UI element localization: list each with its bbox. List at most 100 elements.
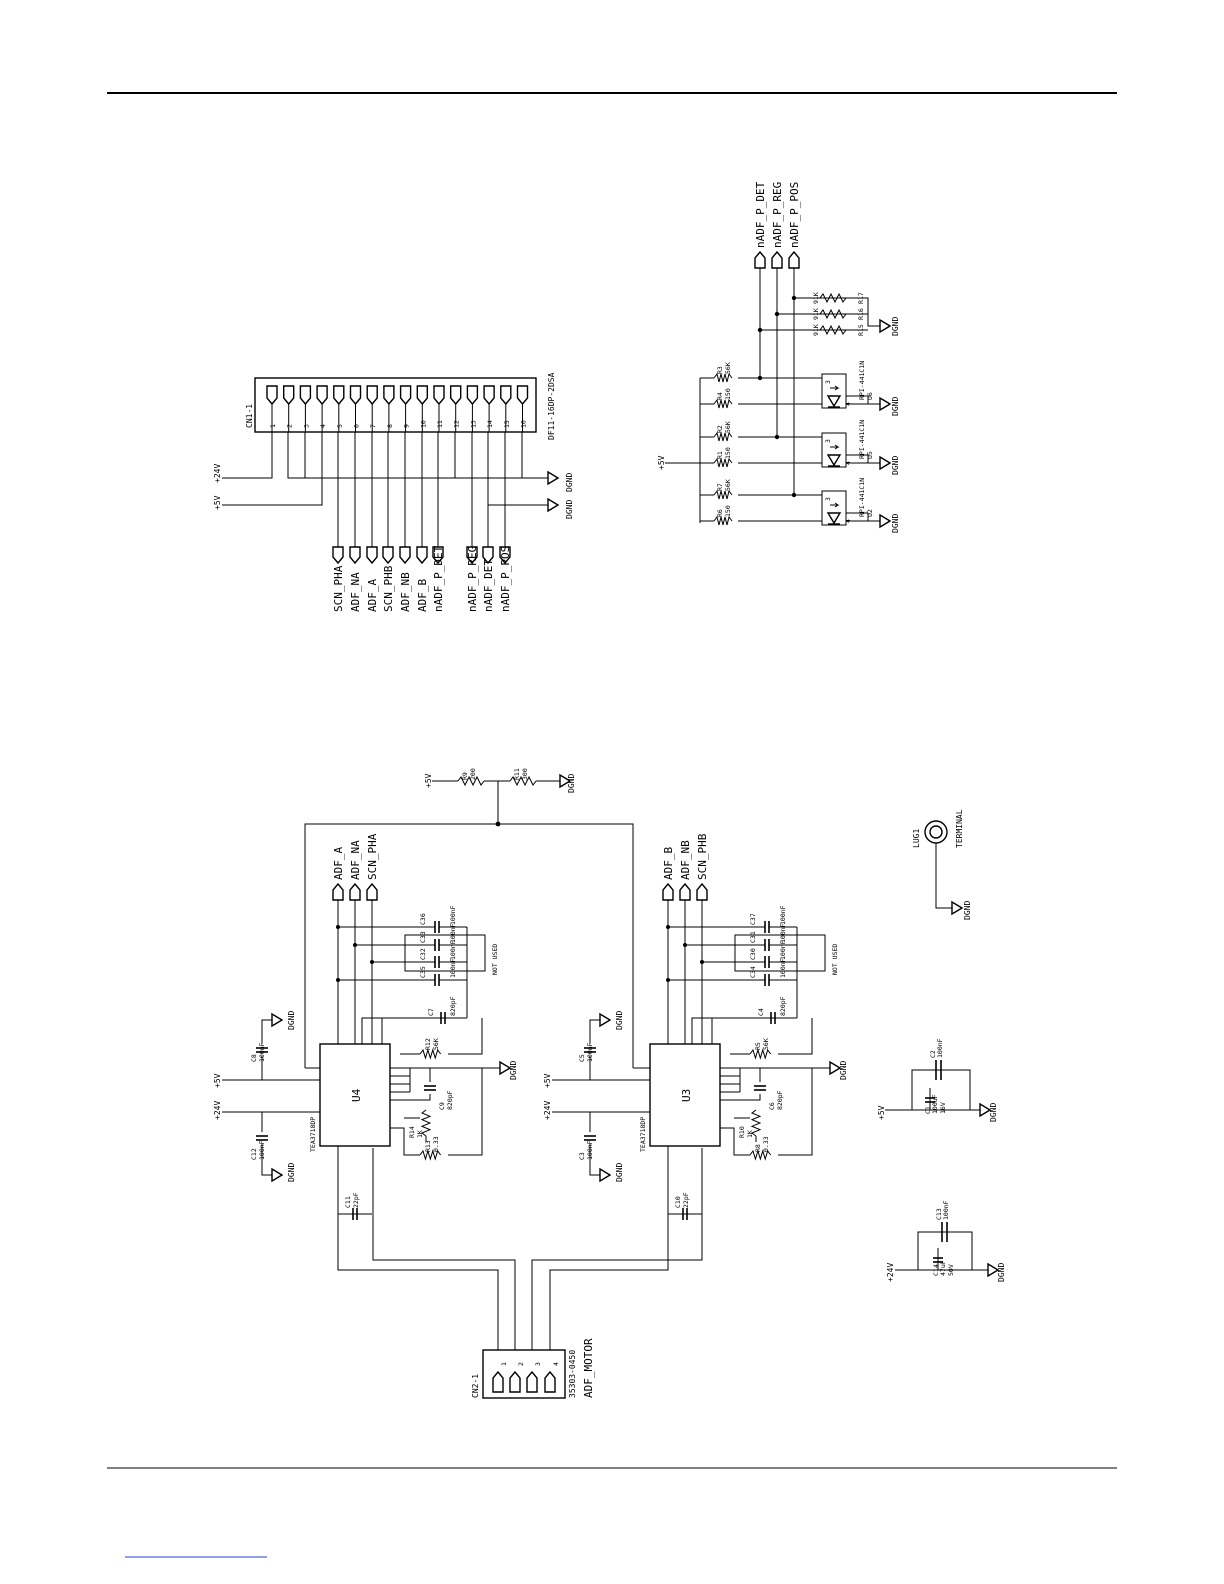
bank-cap-value: 100nF [779,923,787,943]
sensor-dgnd: DGND [891,456,900,475]
cn1-signal-label: nADF_P_REG [466,546,479,612]
r9-ref: R9 [461,772,469,780]
dgnd-symbol [599,1167,612,1183]
bank-cap-value: 100nF [449,958,457,978]
driver-p5: +5V [543,1073,552,1088]
not-used-label: NOT USED [831,944,839,975]
bank-cap-value: 100nF [779,905,787,925]
dgnd-symbol [979,1102,992,1118]
cn1-pin [516,385,529,406]
cn1-pin-number: 6 [353,424,361,428]
cn1-signal-label: nADF_P_DET [432,545,445,612]
sense-res-ref: R8 [754,1144,762,1152]
driver-part: TEA3718DP [639,1117,647,1152]
c14-voltage: 50V [947,1264,955,1276]
sensor-dgnd: DGND [891,514,900,533]
out-cap-value: 22pF [682,1192,690,1208]
cn1-ref: CN1-1 [245,404,254,428]
opto-sensor [821,490,847,526]
driver-signal-label: ADF_NA [349,840,362,880]
lug-dgnd: DGND [963,901,972,920]
cn1-pin [283,385,295,406]
driver-dgnd: DGND [287,1011,296,1030]
sensor-r-top-value: 56K [724,479,732,491]
dgnd-symbol [879,455,892,471]
cn1-pin [500,385,512,406]
signal-port [696,882,708,901]
dgnd-symbol [879,513,892,529]
cn1-signal-label: nADF_P_POS [499,546,512,612]
pt-cap-ref: C7 [427,1008,435,1016]
bank-cap-ref: C36 [419,913,427,925]
bypass-bot-value: 100nF [258,1140,266,1160]
filter-res-ref: R10 [738,1126,746,1138]
bypass-top-ref: C8 [250,1054,258,1062]
cn1-p24-label: +24V [213,464,222,483]
bank-cap-ref: C33 [419,931,427,943]
driver-signal-label: ADF_A [332,847,345,880]
opto-ref: U2 [866,509,874,517]
bank-cap-value: 100nF [449,905,457,925]
light-arrow-icon [830,444,840,450]
cn1-pin [450,385,462,406]
signal-port [482,546,494,565]
c14-value: 47uF [939,1260,947,1276]
signal-port [332,882,344,901]
pt-res-ref: R5 [754,1042,762,1050]
cmp-cap-value: 820pF [776,1090,784,1110]
r16-ref: R16 [857,308,865,320]
bank-cap-ref: C35 [419,966,427,978]
dgnd-symbol [271,1167,284,1183]
sensor-pullup-dgnd: DGND [891,317,900,336]
cmp-cap-value: 820pF [446,1090,454,1110]
out-cap-value: 22pF [352,1192,360,1208]
sensor-r-top-value: 56K [724,362,732,374]
cn1-pin-number: 9 [403,424,411,428]
bypass-top-ref: C5 [578,1054,586,1062]
cn1-dgnd-label: DGND [565,500,574,519]
signal-port [416,546,428,565]
cn1-pin [366,385,378,406]
sensor-r-top-ref: R2 [716,425,724,433]
r15-value: 91K [812,324,820,336]
cn1-pin [316,385,328,406]
cn2-pin [526,1370,538,1393]
bypass-top-value: 100nF [258,1042,266,1062]
cn2-pin-number: 2 [517,1362,525,1366]
sensor-r-bot-ref: R4 [716,392,724,400]
cn1-pin-number: 10 [419,420,427,428]
lug-ref: LUG1 [912,829,921,848]
divider-p5: +5V [424,773,433,788]
cn1-signal-label: nADF_DET [482,559,495,612]
sensor-r-bot-ref: R1 [716,451,724,459]
bypass-p5: +5V [877,1105,886,1120]
cn2-pin [492,1370,504,1393]
dgnd-symbol [879,396,892,412]
cn1-pin [333,385,345,406]
cn2-pin [509,1370,521,1393]
filter-res-ref: R14 [408,1126,416,1138]
opto-ref: U6 [866,392,874,400]
dgnd-symbol [829,1060,842,1076]
bypass-p24: +24V [886,1263,895,1282]
sense-res-value: 0.33 [762,1136,770,1152]
cn1-signal-label: ADF_B [416,579,429,612]
cn2-name: ADF_MOTOR [582,1338,595,1398]
cn1-pin-number: 11 [436,420,444,428]
cn1-pin [483,385,495,406]
driver-signal-label: ADF_NB [679,840,692,880]
dgnd-symbol [271,1012,284,1028]
driver-u4-body [319,1043,391,1147]
driver-part: TEA3718DP [309,1117,317,1152]
signal-port [679,882,691,901]
lug-name: TERMINAL [955,809,964,848]
sensor-r-bot-value: 150 [724,505,732,517]
cn1-pin-number: 15 [503,420,511,428]
cn1-dgnd-label: DGND [565,473,574,492]
